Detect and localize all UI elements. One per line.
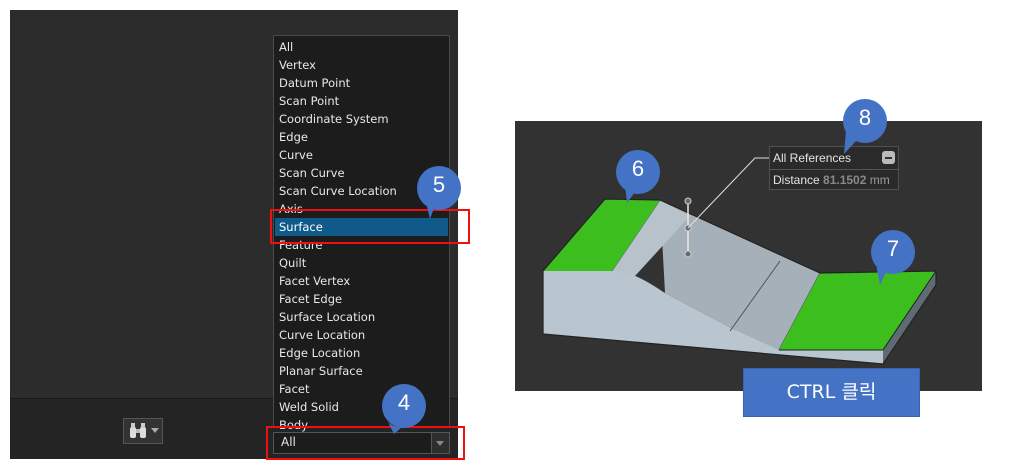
dropdown-option[interactable]: Facet xyxy=(279,382,310,396)
dropdown-option[interactable]: Curve xyxy=(279,148,313,162)
distance-unit: mm xyxy=(869,173,890,187)
callout-number: 4 xyxy=(397,390,411,415)
filter-select[interactable]: All xyxy=(273,432,450,454)
dropdown-option[interactable]: Scan Curve Location xyxy=(279,184,397,198)
dropdown-option[interactable]: Vertex xyxy=(279,58,316,72)
callout-8: 8 xyxy=(838,97,892,155)
callout-number: 7 xyxy=(886,236,900,261)
dropdown-option[interactable]: Facet Vertex xyxy=(279,274,351,288)
distance-label: Distance xyxy=(773,173,820,187)
ctrl-click-label: CTRL 클릭 xyxy=(743,368,920,417)
surface-marker-box xyxy=(270,209,470,244)
filter-select-value: All xyxy=(281,435,296,449)
collapse-icon[interactable] xyxy=(882,151,895,164)
dropdown-option[interactable]: Scan Curve xyxy=(279,166,345,180)
dropdown-option[interactable]: Surface Location xyxy=(279,310,376,324)
dropdown-option[interactable]: Edge xyxy=(279,130,308,144)
find-button[interactable] xyxy=(123,418,163,444)
dropdown-option[interactable]: All xyxy=(279,40,294,54)
dropdown-option[interactable]: Body xyxy=(279,418,309,432)
dropdown-option[interactable]: Curve Location xyxy=(279,328,366,342)
dropdown-option[interactable]: Edge Location xyxy=(279,346,361,360)
callout-number: 6 xyxy=(631,156,645,181)
binoculars-icon xyxy=(130,423,146,438)
dropdown-option[interactable]: Weld Solid xyxy=(279,400,339,414)
dropdown-option[interactable]: Surface xyxy=(275,218,448,236)
dropdown-option[interactable]: Feature xyxy=(279,238,323,252)
callout-number: 8 xyxy=(858,105,872,130)
callout-6: 6 xyxy=(611,148,665,204)
left-flat-surface xyxy=(543,199,660,271)
references-tooltip[interactable]: All References Distance 81.1502 mm xyxy=(769,146,899,190)
select-marker-box xyxy=(266,426,465,460)
references-title: All References xyxy=(773,151,852,165)
chevron-down-icon[interactable] xyxy=(431,433,449,453)
callout-5: 5 xyxy=(412,164,466,220)
part-model[interactable] xyxy=(515,121,982,391)
dropdown-option[interactable]: Coordinate System xyxy=(279,112,389,126)
right-flat-surface xyxy=(779,271,936,350)
callout-number: 5 xyxy=(432,172,446,197)
dropdown-option[interactable]: Scan Point xyxy=(279,94,340,108)
distance-readout: Distance 81.1502 mm xyxy=(773,173,890,187)
chevron-down-icon[interactable] xyxy=(151,428,159,433)
distance-value: 81.1502 xyxy=(823,173,867,187)
callout-4: 4 xyxy=(377,382,431,436)
dropdown-option[interactable]: Facet Edge xyxy=(279,292,343,306)
dropdown-option[interactable]: Planar Surface xyxy=(279,364,363,378)
dropdown-option[interactable]: Quilt xyxy=(279,256,307,270)
callout-7: 7 xyxy=(866,228,920,286)
tooltip-divider xyxy=(770,169,898,170)
dropdown-option[interactable]: Datum Point xyxy=(279,76,351,90)
